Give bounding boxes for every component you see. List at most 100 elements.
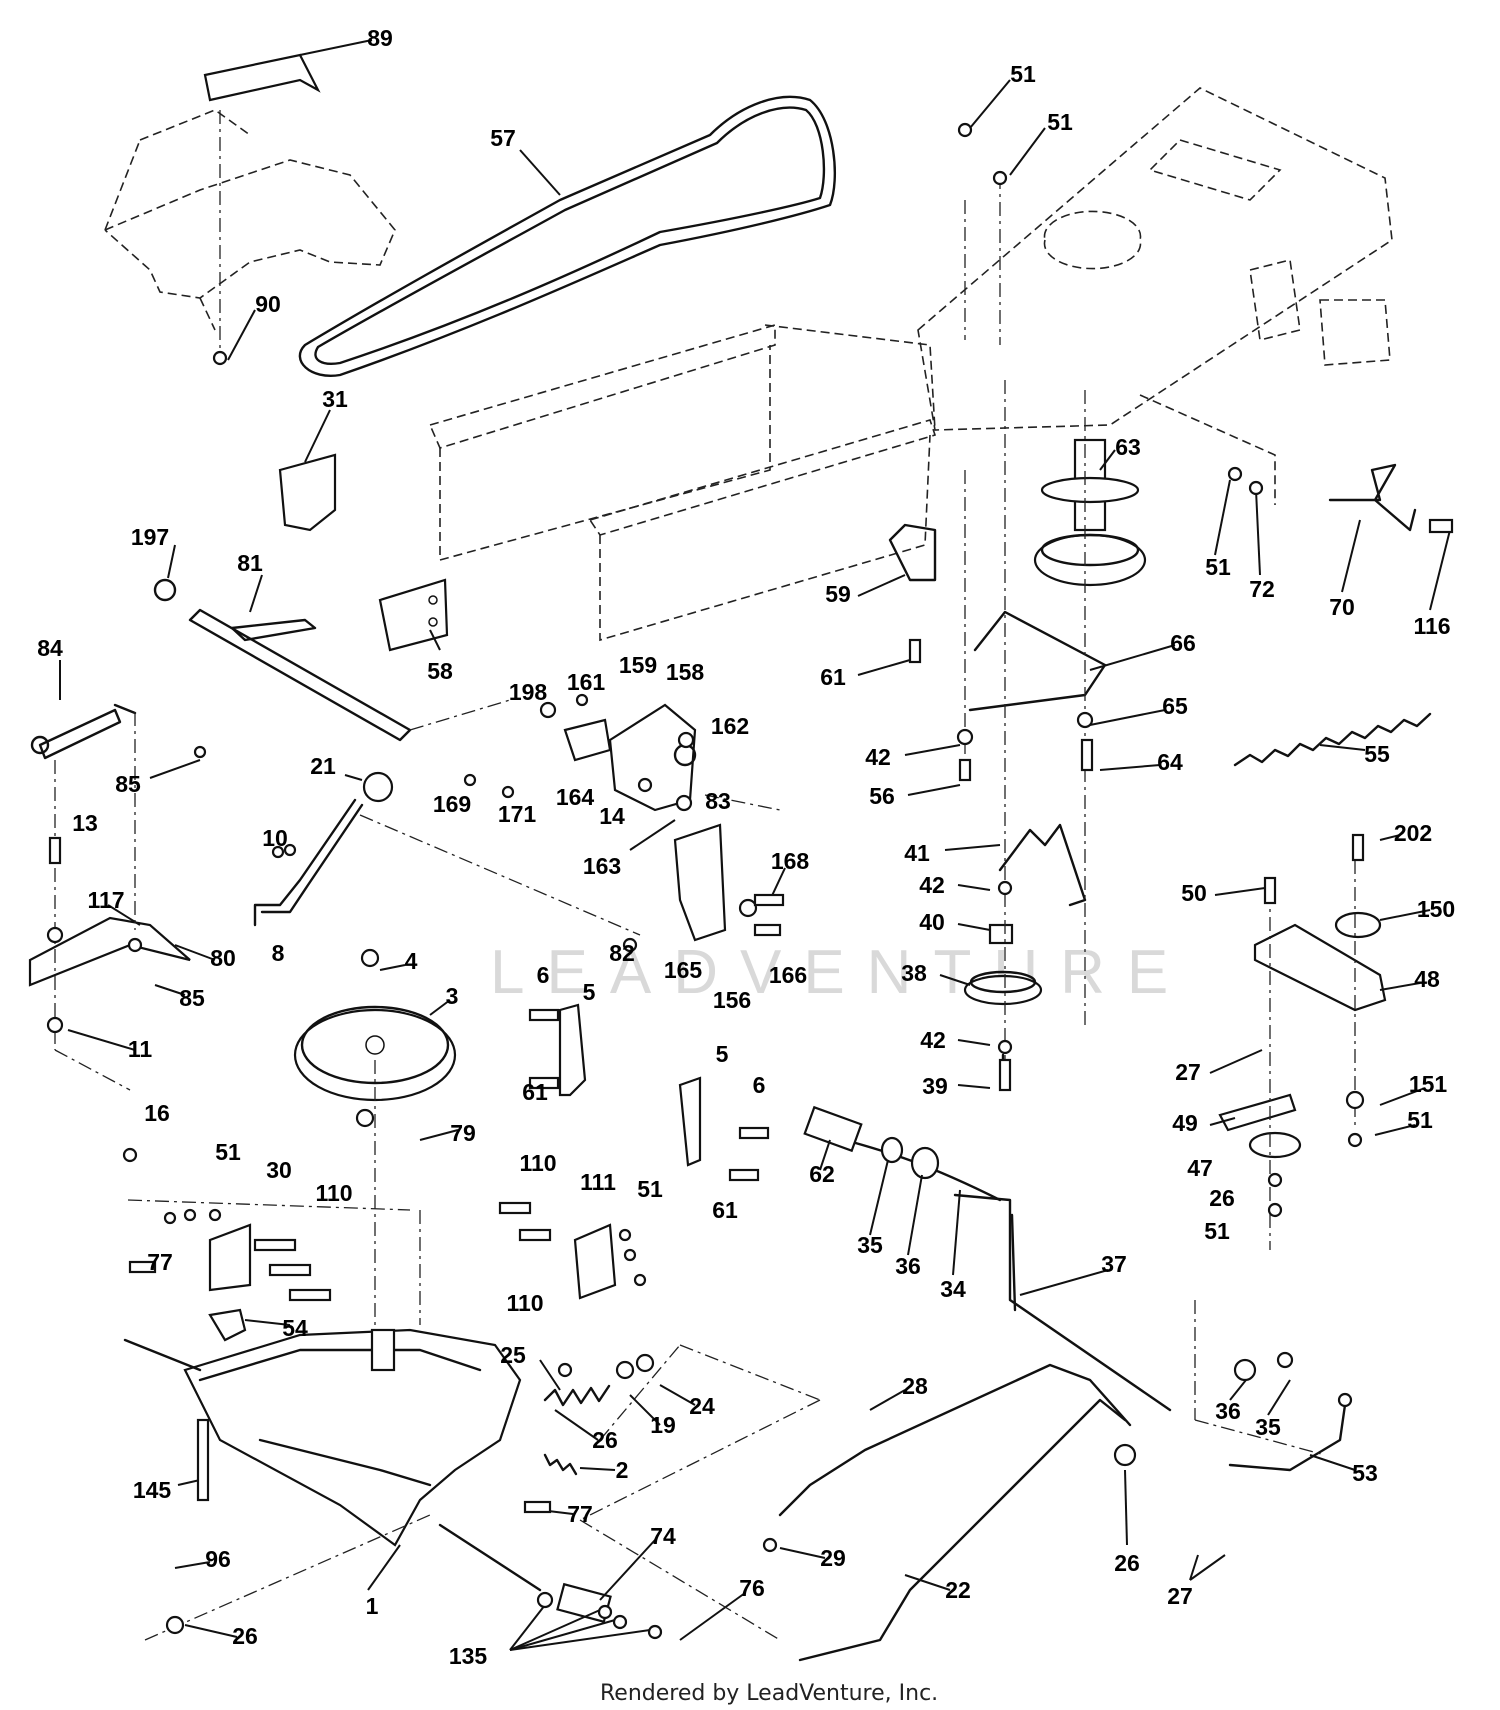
part-callout-24: 24: [689, 1393, 715, 1419]
part-callout-3: 3: [446, 983, 459, 1009]
part-callout-165: 165: [664, 957, 703, 983]
part-callout-41: 41: [904, 840, 930, 866]
pulley-3: [293, 1005, 457, 1102]
part-callout-14: 14: [599, 803, 625, 829]
part-callout-162: 162: [711, 713, 749, 739]
bracket-111: [573, 1223, 617, 1300]
part-callout-82: 82: [609, 940, 635, 966]
part-callout-62: 62: [809, 1161, 835, 1187]
plate-89: [203, 53, 321, 102]
transaxle-1: [123, 1328, 542, 1592]
part-callout-4: 4: [405, 948, 418, 974]
wire-41: [998, 823, 1087, 907]
fasteners: [46, 122, 1454, 1640]
spring-2: [543, 1453, 578, 1476]
part-callout-197: 197: [131, 524, 169, 550]
part-callout-35: 35: [857, 1232, 883, 1258]
part-callout-70: 70: [1329, 594, 1355, 620]
part-callout-39: 39: [922, 1073, 948, 1099]
part-callout-110: 110: [519, 1150, 556, 1176]
part-callout-10: 10: [262, 825, 288, 851]
credit-line: Rendered by LeadVenture, Inc.: [600, 1681, 938, 1706]
part-callout-66: 66: [1170, 630, 1196, 656]
part-callout-36: 36: [1215, 1398, 1241, 1424]
spring-55: [1233, 712, 1432, 767]
part-callout-85: 85: [115, 771, 141, 797]
part-callout-202: 202: [1394, 820, 1432, 846]
part-callout-135: 135: [449, 1643, 488, 1669]
idler-pulley-38: [963, 923, 1043, 1087]
part-callout-198: 198: [509, 679, 548, 705]
part-callout-59: 59: [825, 581, 851, 607]
part-callout-13: 13: [72, 810, 98, 836]
part-callout-77: 77: [147, 1249, 173, 1275]
part-callout-28: 28: [902, 1373, 928, 1399]
bracket-31: [278, 453, 337, 532]
part-callout-26: 26: [592, 1427, 618, 1453]
bracket-5-right: [678, 1076, 702, 1167]
spacer-150: [1334, 911, 1382, 939]
rod-53: [1228, 1403, 1347, 1472]
part-callout-163: 163: [583, 853, 621, 879]
chassis-frame: [428, 87, 1393, 642]
part-callout-169: 169: [433, 791, 471, 817]
bracket-assembly-158: [563, 703, 727, 942]
part-callout-36: 36: [895, 1253, 921, 1279]
part-callout-64: 64: [1157, 749, 1183, 775]
part-callout-81: 81: [237, 550, 263, 576]
part-callout-51: 51: [1205, 554, 1231, 580]
part-callout-116: 116: [1413, 613, 1450, 639]
washer-36: [910, 1146, 940, 1180]
part-callout-31: 31: [322, 386, 348, 412]
part-callout-38: 38: [901, 960, 927, 986]
watermark-text: LEADVENTURE: [490, 938, 1190, 1007]
part-callout-37: 37: [1101, 1251, 1127, 1277]
arm-plate-48: [1253, 923, 1387, 1012]
part-callout-21: 21: [310, 753, 336, 779]
part-callout-6: 6: [537, 962, 550, 988]
rod-84: [30, 703, 137, 760]
part-callout-27: 27: [1175, 1059, 1201, 1085]
part-callout-61: 61: [522, 1079, 548, 1105]
clamp-54: [208, 1308, 247, 1342]
part-callout-56: 56: [869, 783, 895, 809]
part-callout-61: 61: [712, 1197, 738, 1223]
part-callout-53: 53: [1352, 1460, 1378, 1486]
part-callout-29: 29: [820, 1545, 846, 1571]
part-callout-25: 25: [500, 1342, 526, 1368]
part-callout-117: 117: [87, 887, 124, 913]
bracket-58-hole: [428, 595, 438, 605]
part-callout-35: 35: [1255, 1414, 1281, 1440]
part-callout-77: 77: [567, 1501, 593, 1527]
part-callout-89: 89: [367, 25, 393, 51]
part-callout-27: 27: [1167, 1583, 1193, 1609]
part-callout-26: 26: [1114, 1550, 1140, 1576]
part-callout-6: 6: [753, 1072, 766, 1098]
part-callout-151: 151: [1409, 1071, 1448, 1097]
part-callout-8: 8: [272, 940, 285, 966]
part-callout-164: 164: [556, 784, 595, 810]
part-callout-19: 19: [650, 1412, 676, 1438]
part-callout-72: 72: [1249, 576, 1275, 602]
part-callout-11: 11: [128, 1036, 153, 1062]
part-callout-90: 90: [255, 291, 281, 317]
part-callout-79: 79: [450, 1120, 476, 1146]
part-callout-76: 76: [739, 1575, 765, 1601]
part-callout-42: 42: [919, 872, 945, 898]
bushing-62: [803, 1105, 863, 1153]
spring-25: [543, 1384, 611, 1407]
part-callout-30: 30: [266, 1157, 292, 1183]
part-callout-51: 51: [1010, 61, 1036, 87]
pulley-47: [1248, 1131, 1302, 1159]
pulley-assembly-63: [1033, 438, 1147, 587]
part-callout-166: 166: [769, 962, 807, 988]
part-callout-34: 34: [940, 1276, 966, 1302]
part-callout-110: 110: [315, 1180, 352, 1206]
part-callout-55: 55: [1364, 741, 1390, 767]
part-callout-26: 26: [232, 1623, 258, 1649]
rod-22: [798, 1398, 1127, 1662]
part-callout-50: 50: [1181, 880, 1207, 906]
part-callout-158: 158: [666, 659, 705, 685]
shift-lever-8: [253, 771, 394, 927]
